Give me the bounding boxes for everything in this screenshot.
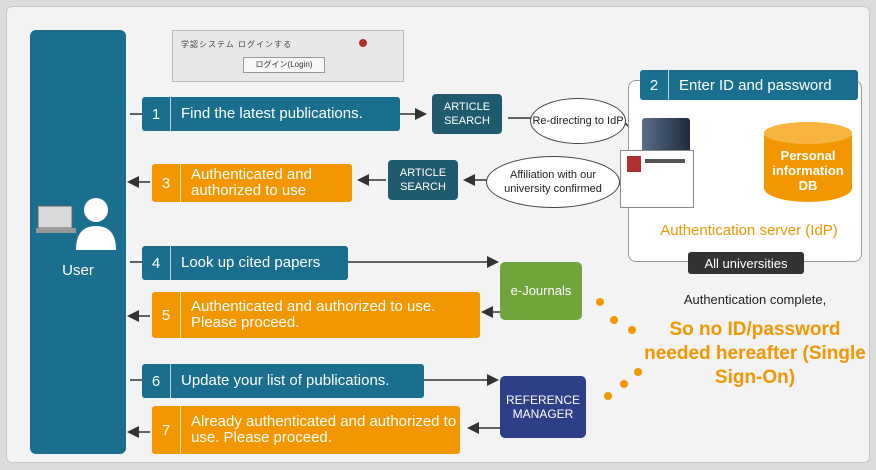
step-4-text: Look up cited papers — [181, 254, 321, 271]
step-3: 3 Authenticated and authorized to use — [152, 164, 352, 202]
ejournals-box: e-Journals — [500, 262, 582, 320]
step-5-text: Authenticated and authorized to use. Ple… — [191, 298, 436, 331]
reference-manager-box: REFERENCE MANAGER — [500, 376, 586, 438]
sso-message: So no ID/password needed hereafter (Sing… — [644, 319, 866, 388]
card-text-line — [645, 159, 685, 163]
sso-complete-text: Authentication complete, — [683, 292, 827, 307]
login-screenshot-button: ログイン(Login) — [243, 57, 325, 73]
step-1-text: Find the latest publications. — [181, 105, 363, 122]
step-3-number: 3 — [152, 164, 181, 202]
user-label: User — [62, 262, 94, 279]
dot — [610, 316, 618, 324]
step-1: 1 Find the latest publications. — [142, 97, 400, 131]
idp-caption: Authentication server (IdP) — [660, 222, 838, 239]
step-2-number: 2 — [640, 70, 669, 100]
step-4: 4 Look up cited papers — [142, 246, 348, 280]
affiliation-bubble: Affiliation with our university confirme… — [486, 156, 620, 208]
dot — [604, 392, 612, 400]
step-6-number: 6 — [142, 364, 171, 398]
dot — [634, 368, 642, 376]
step-2-text: Enter ID and password — [679, 76, 832, 94]
step-7-number: 7 — [152, 406, 181, 454]
all-universities-badge: All universities — [688, 252, 804, 274]
step-1-number: 1 — [142, 97, 171, 131]
step-4-number: 4 — [142, 246, 171, 280]
database-label: Personal information DB — [772, 148, 844, 193]
step-5: 5 Authenticated and authorized to use. P… — [152, 292, 480, 338]
database-top — [764, 122, 852, 144]
article-search-box-2: ARTICLE SEARCH — [388, 160, 458, 200]
dot — [628, 326, 636, 334]
dot — [620, 380, 628, 388]
login-screenshot-text: 学認システム ログインする — [181, 40, 292, 49]
step-5-number: 5 — [152, 292, 181, 338]
dot — [596, 298, 604, 306]
step-6: 6 Update your list of publications. — [142, 364, 424, 398]
login-card-icon — [620, 150, 694, 208]
redirect-bubble: Re-directing to IdP — [530, 98, 626, 144]
step-2: 2 Enter ID and password — [640, 70, 858, 100]
article-search-box-1: ARTICLE SEARCH — [432, 94, 502, 134]
step-3-text: Authenticated and authorized to use — [191, 166, 312, 199]
step-6-text: Update your list of publications. — [181, 372, 390, 389]
login-screenshot: 学認システム ログインする ログイン(Login) — [172, 30, 404, 82]
user-laptop-icon — [36, 198, 116, 250]
step-7: 7 Already authenticated and authorized t… — [152, 406, 460, 454]
login-status-dot — [359, 39, 367, 47]
university-seal-icon — [627, 156, 641, 172]
step-7-text: Already authenticated and authorized to … — [191, 413, 457, 446]
